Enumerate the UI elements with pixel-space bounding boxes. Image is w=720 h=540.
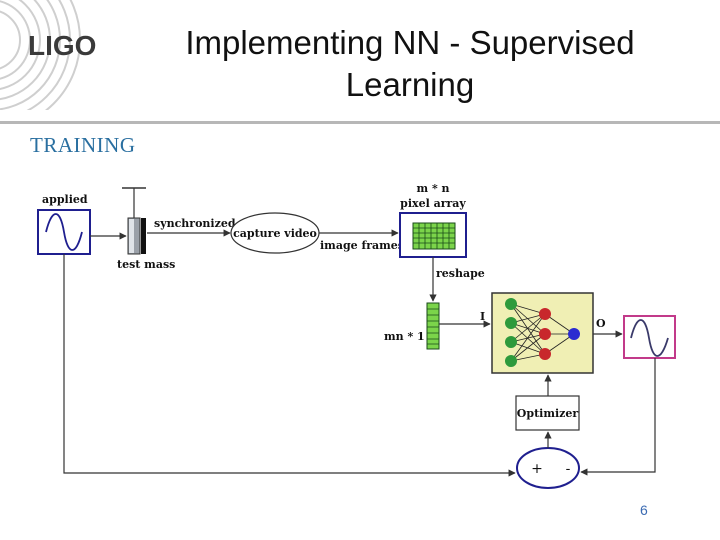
pixel-dims-label: m * n <box>416 182 449 195</box>
arrow-output-to-comparator <box>580 358 656 476</box>
hidden-layer-nodes <box>539 308 551 360</box>
capture-video-label: capture video <box>233 227 317 240</box>
test-mass-mirror <box>141 218 146 254</box>
title-line-1: Implementing NN - Supervised <box>185 24 635 61</box>
ligo-logo: LIGO <box>0 0 160 110</box>
pixel-grid <box>412 222 456 250</box>
optimizer-box <box>515 395 580 431</box>
input-label: I <box>480 310 485 323</box>
vector-dims-label: mn * 1 <box>384 330 425 343</box>
slide-title: Implementing NN - Supervised Learning <box>140 22 680 106</box>
applied-label: applied <box>42 193 88 206</box>
pixel-array-label: pixel array <box>400 197 466 210</box>
optimizer-label: Optimizer <box>517 407 579 420</box>
comparator-plus: + <box>531 461 543 477</box>
image-frames-label: image frames <box>320 239 404 252</box>
applied-sine-icon <box>45 213 83 251</box>
output-sine-icon <box>630 319 669 357</box>
reshape-label: reshape <box>436 267 485 280</box>
test-mass-label: test mass <box>117 258 175 271</box>
test-mass-highlight <box>129 219 134 253</box>
title-line-2: Learning <box>345 66 475 103</box>
logo-text: LIGO <box>28 30 96 61</box>
section-heading: TRAINING <box>30 133 136 157</box>
output-label: O <box>596 317 606 330</box>
page-number: 6 <box>640 502 648 518</box>
output-node <box>568 328 580 340</box>
title-divider <box>0 121 720 124</box>
input-layer-nodes <box>505 298 517 367</box>
comparator-minus: - <box>566 461 571 477</box>
reshaped-vector <box>426 302 440 350</box>
synchronized-label: synchronized <box>154 217 236 230</box>
arrow-applied-to-comparator <box>63 254 516 477</box>
logo-rings <box>0 0 81 110</box>
